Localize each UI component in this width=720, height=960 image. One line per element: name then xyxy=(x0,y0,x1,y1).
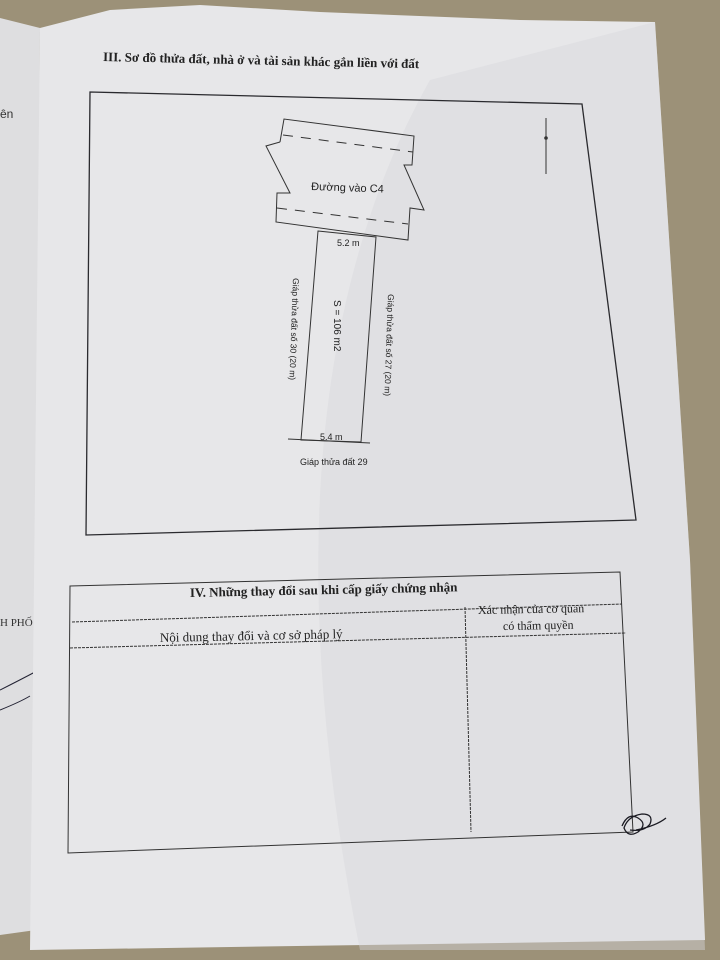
top-width-label: 5.2 m xyxy=(337,238,360,248)
col1-header: Nội dung thay đổi và cơ sở pháp lý xyxy=(160,626,343,645)
bottom-boundary-line xyxy=(287,438,371,444)
left-page-pen-mark xyxy=(0,671,36,711)
section-iii-title: III. Sơ đồ thửa đất, nhà ở và tài sản kh… xyxy=(103,49,420,71)
right-neighbor-label: Giáp thửa đất số 27 (20 m) xyxy=(382,294,396,397)
col2-header-line1: Xác nhận của cơ quan xyxy=(478,601,585,617)
section-iii-frame xyxy=(85,91,637,536)
section-iv-title: IV. Những thay đổi sau khi cấp giấy chứn… xyxy=(190,579,459,600)
left-neighbor-label: Giáp thửa đất số 30 (20 m) xyxy=(287,278,301,381)
section-iv-table xyxy=(67,571,634,854)
page-shadow-arc xyxy=(318,22,705,950)
bottom-width-label: 5.4 m xyxy=(320,432,343,442)
left-page-fragment-top: ên xyxy=(0,107,13,121)
road-label: Đường vào C4 xyxy=(311,181,384,196)
area-label: S = 106 m2 xyxy=(331,300,342,352)
bottom-neighbor-label: Giáp thửa đất 29 xyxy=(300,457,368,467)
col2-header-line2: có thẩm quyền xyxy=(503,618,574,633)
left-page-fragment-mid: H PHỐ xyxy=(0,616,33,629)
parcel-outline xyxy=(300,230,377,443)
main-page xyxy=(30,5,705,950)
ink-scribble xyxy=(621,813,667,835)
road-shape xyxy=(265,118,425,241)
north-arrow xyxy=(544,118,548,174)
